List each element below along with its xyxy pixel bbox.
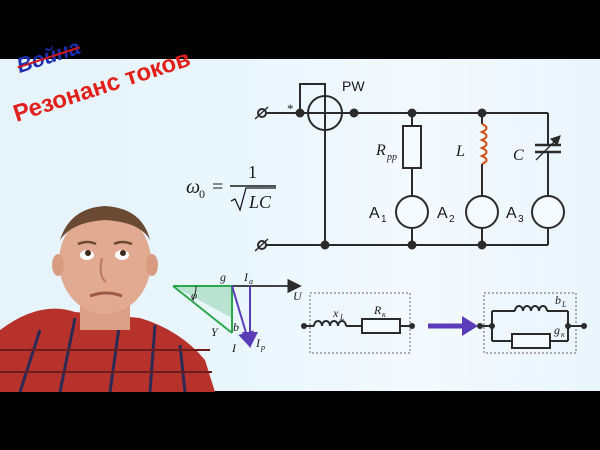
parallel-g-label: g	[554, 323, 560, 337]
phasor-b-label: b	[233, 320, 239, 334]
equals-sign: =	[212, 176, 223, 198]
parallel-equivalent	[477, 292, 587, 354]
series-r-subscript: к	[382, 310, 386, 319]
letterbox-bottom	[0, 391, 600, 450]
ammeter-a2-label: A	[437, 205, 448, 222]
inductor-symbol	[479, 122, 488, 166]
fraction-denominator: LC	[248, 192, 272, 212]
parallel-g-subscript: к	[561, 330, 565, 339]
ammeter-a1	[395, 195, 429, 229]
presenter-photo	[0, 206, 215, 393]
resistor-subscript: рр	[386, 152, 397, 163]
resistor-label: R	[375, 142, 386, 159]
fraction-numerator: 1	[248, 162, 257, 182]
ammeter-a3-subscript: 3	[518, 214, 524, 225]
resonance-circuit	[254, 83, 565, 252]
ammeter-a2-subscript: 2	[449, 214, 455, 225]
wattmeter-label: PW	[342, 78, 365, 94]
phasor-ia-label: I	[243, 270, 249, 284]
parallel-b-subscript: L	[561, 300, 567, 309]
inductor-label: L	[455, 143, 465, 160]
phasor-ip-label: I	[255, 336, 261, 350]
parallel-b-label: b	[555, 293, 561, 307]
ammeter-a3	[531, 195, 565, 229]
phasor-ip-subscript: p	[260, 343, 265, 352]
wattmeter-star: *	[287, 101, 294, 116]
letterbox-top	[0, 0, 600, 59]
resistor-symbol	[402, 125, 422, 169]
phasor-g-label: g	[220, 270, 226, 284]
series-equivalent	[301, 292, 415, 354]
omega-symbol: ω	[186, 176, 200, 198]
resonance-formula: ω 0 = 1 LC	[186, 162, 276, 212]
series-r-label: R	[373, 303, 382, 317]
capacitor-label: C	[513, 147, 524, 164]
phasor-i-label: I	[231, 341, 237, 355]
phasor-diagram	[172, 278, 302, 348]
ammeter-a1-label: A	[369, 205, 380, 222]
omega-subscript: 0	[199, 187, 205, 201]
phasor-phi-label: φ	[191, 290, 197, 302]
ammeter-a2	[465, 195, 499, 229]
series-x-label: x	[332, 306, 339, 320]
phasor-ia-subscript: a	[249, 277, 253, 286]
phasor-y-label: Y	[211, 325, 219, 339]
series-x-subscript: L	[339, 313, 345, 322]
phasor-u-label: U	[293, 289, 303, 303]
sqrt-sign	[230, 187, 276, 212]
ammeter-a1-subscript: 1	[381, 214, 387, 225]
ammeter-a3-label: A	[506, 205, 517, 222]
